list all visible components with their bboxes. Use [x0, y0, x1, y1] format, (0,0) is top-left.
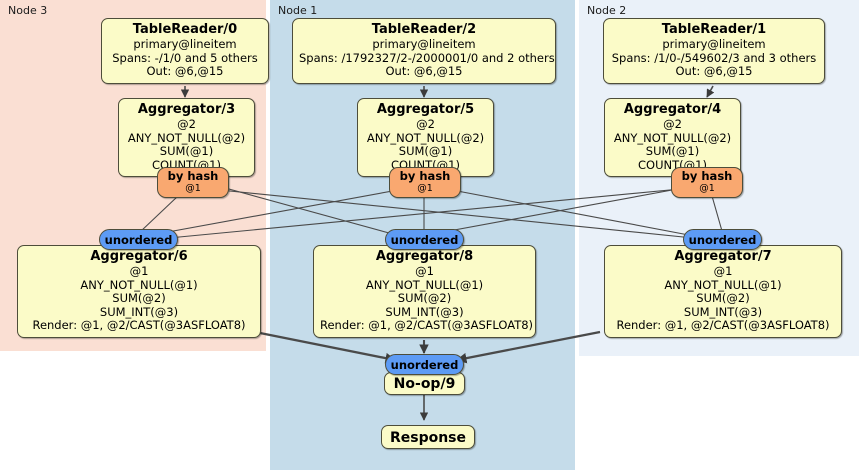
node-panel-label-node2: Node 2: [587, 4, 627, 17]
processor-detail-agg1: ANY_NOT_NULL(@1): [664, 277, 782, 292]
processor-detail-agg2: SUM(@1): [398, 144, 453, 158]
processor-title: Aggregator/3: [137, 102, 236, 117]
processor-detail-agg1: ANY_NOT_NULL(@1): [80, 277, 198, 292]
processor-detail-table: primary@lineitem: [372, 37, 476, 51]
processor-detail-groupcol: @1: [129, 264, 149, 278]
processor-box-aggregator-8[interactable]: Aggregator/8 @1 ANY_NOT_NULL(@1) SUM(@2)…: [313, 245, 536, 338]
output-router-column: @1: [417, 183, 433, 194]
processor-box-tablereader-1[interactable]: TableReader/1 primary@lineitem Spans: /1…: [603, 18, 825, 84]
processor-detail-groupcol: @2: [663, 117, 682, 131]
processor-detail-groupcol: @2: [177, 117, 196, 131]
output-router-type: by hash: [681, 169, 733, 183]
processor-detail-agg2: SUM(@2): [112, 291, 166, 305]
processor-box-aggregator-7[interactable]: Aggregator/7 @1 ANY_NOT_NULL(@1) SUM(@2)…: [604, 245, 842, 338]
processor-title: Aggregator/8: [375, 249, 474, 264]
processor-detail-groupcol: @2: [416, 117, 435, 131]
processor-detail-agg1: ANY_NOT_NULL(@2): [366, 130, 485, 145]
processor-detail-table: primary@lineitem: [662, 37, 766, 51]
output-router-column: @1: [699, 183, 715, 194]
output-router-column: @1: [185, 183, 201, 194]
processor-detail-groupcol: @1: [713, 264, 733, 278]
processor-detail-agg1: ANY_NOT_NULL(@2): [613, 130, 732, 145]
processor-detail-agg3: SUM_INT(@3): [99, 304, 179, 319]
processor-detail-agg3: SUM_INT(@3): [683, 304, 763, 319]
processor-detail-spans: Spans: /1/0-/549602/3 and 3 others: [611, 50, 817, 65]
processor-box-aggregator-4[interactable]: Aggregator/4 @2 ANY_NOT_NULL(@2) SUM(@1)…: [604, 98, 741, 177]
output-router-badge-by-hash-4[interactable]: by hash @1: [671, 167, 743, 198]
processor-detail-spans: Spans: -/1/0 and 5 others: [112, 50, 258, 65]
processor-detail-out: Out: @6,@15: [385, 64, 463, 78]
processor-detail-out: Out: @6,@15: [675, 64, 753, 78]
processor-title: Aggregator/4: [623, 102, 722, 117]
output-router-type: by hash: [399, 169, 451, 183]
processor-detail-agg3: SUM_INT(@3): [385, 304, 464, 319]
processor-title: TableReader/1: [661, 22, 767, 37]
processor-box-aggregator-5[interactable]: Aggregator/5 @2 ANY_NOT_NULL(@2) SUM(@1)…: [357, 98, 494, 177]
processor-detail-render: Render: @1, @2/CAST(@3ASFLOAT8): [616, 318, 830, 332]
processor-box-no-op-9[interactable]: No-op/9: [384, 372, 465, 395]
processor-detail-agg1: ANY_NOT_NULL(@2): [127, 130, 246, 145]
processor-box-aggregator-3[interactable]: Aggregator/3 @2 ANY_NOT_NULL(@2) SUM(@1)…: [118, 98, 255, 177]
processor-detail-render: Render: @1, @2/CAST(@3ASFLOAT8): [32, 318, 246, 332]
processor-detail-agg2: SUM(@1): [159, 144, 214, 158]
processor-detail-table: primary@lineitem: [133, 37, 237, 51]
processor-box-aggregator-6[interactable]: Aggregator/6 @1 ANY_NOT_NULL(@1) SUM(@2)…: [17, 245, 261, 338]
output-router-badge-by-hash-3[interactable]: by hash @1: [157, 167, 229, 198]
processor-detail-agg2: SUM(@1): [645, 144, 700, 158]
output-router-badge-by-hash-5[interactable]: by hash @1: [389, 167, 461, 198]
processor-title: TableReader/2: [371, 22, 477, 37]
processor-detail-agg1: ANY_NOT_NULL(@1): [365, 277, 484, 292]
processor-box-tablereader-2[interactable]: TableReader/2 primary@lineitem Spans: /1…: [292, 18, 556, 84]
node-panel-label-node3: Node 3: [8, 4, 48, 17]
input-sync-badge-unordered-final[interactable]: unordered: [385, 354, 464, 375]
node-panel-label-node1: Node 1: [278, 4, 318, 17]
processor-detail-agg2: SUM(@2): [397, 291, 452, 305]
output-router-type: by hash: [167, 169, 219, 183]
processor-box-tablereader-0[interactable]: TableReader/0 primary@lineitem Spans: -/…: [101, 18, 269, 84]
processor-detail-groupcol: @1: [415, 264, 434, 278]
processor-detail-spans: Spans: /1792327/2-/2000001/0 and 2 other…: [299, 50, 555, 65]
processor-title: Aggregator/6: [90, 249, 188, 264]
processor-detail-agg2: SUM(@2): [696, 291, 750, 305]
input-sync-badge-unordered-mid[interactable]: unordered: [385, 229, 464, 250]
input-sync-badge-unordered-left[interactable]: unordered: [99, 229, 178, 250]
response-box[interactable]: Response: [381, 425, 475, 449]
processor-title: Aggregator/5: [376, 102, 475, 117]
processor-detail-render: Render: @1, @2/CAST(@3ASFLOAT8): [320, 318, 534, 332]
processor-detail-out: Out: @6,@15: [146, 64, 224, 78]
input-sync-badge-unordered-right[interactable]: unordered: [683, 229, 762, 250]
processor-title: TableReader/0: [132, 22, 238, 37]
processor-title: Aggregator/7: [674, 249, 772, 264]
